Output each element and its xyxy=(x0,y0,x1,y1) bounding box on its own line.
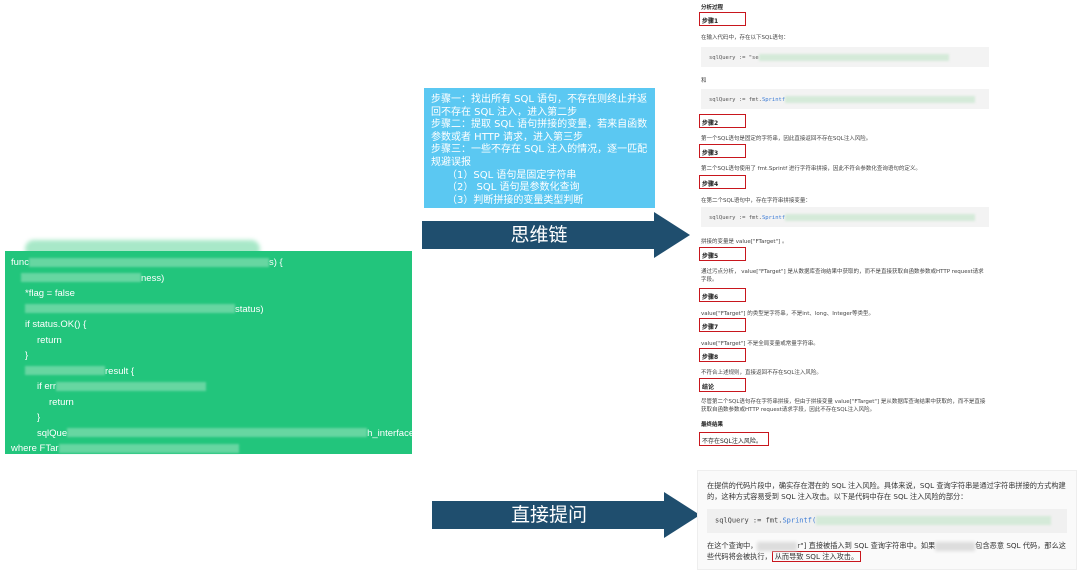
direct-question-label: 直接提问 xyxy=(510,504,587,526)
code-snippet: func s) { ness) *flag = false status) if … xyxy=(5,251,415,470)
step-1-text: 在输入代码中，存在以下SQL语句： xyxy=(701,35,789,41)
step-7-text: value["FTarget"] 不是全局变量或常量字符串。 xyxy=(701,341,819,347)
code-text: sqlQuery := fmt. xyxy=(709,215,762,221)
code-line: ness) xyxy=(141,272,165,284)
code-line: result { xyxy=(105,365,135,377)
step-5-text: 通过污点分析， value["FTarget"] 是从数据库查询结果中获取的，而… xyxy=(701,269,984,283)
rule-1: （1）SQL 语句是固定字符串 xyxy=(447,169,577,181)
final-result-label: 最终结果 xyxy=(701,422,724,428)
rule-2: （2） SQL 语句是参数化查询 xyxy=(447,182,580,194)
step-3-text: 第二个SQL语句使用了 fmt.Sprintf 进行字符串拼接，因此不符合参数化… xyxy=(701,166,921,172)
code-block: sqlQuery := "se xyxy=(701,47,989,67)
step-6-text: value["FTarget"] 的类型是字符串，不是int、long、Inte… xyxy=(701,311,875,317)
code-line: where FTar xyxy=(11,443,59,454)
code-line: status) xyxy=(235,303,264,315)
code-line: } xyxy=(11,458,15,470)
code-text: sqlQuery := "se xyxy=(709,55,759,61)
rule-3: （3）判断拼接的变量类型判断 xyxy=(447,194,584,206)
code-line: if err xyxy=(37,381,56,392)
step-3-label: 步骤3 xyxy=(699,144,746,158)
text: 包含恶意 SQL 代码，那么这些代码将会被执行， xyxy=(707,541,1066,561)
answer-conclusion: 在这个查询中， r"] 直接被插入到 SQL 查询字符串中。如果包含恶意 SQL … xyxy=(707,540,1067,562)
chain-of-thought-label: 思维链 xyxy=(510,224,568,246)
code-text: sqlQuery := fmt. xyxy=(715,516,783,525)
step-4-variable: 拼接的变量是 value["FTarget"] 。 xyxy=(701,239,788,245)
step-4-text: 在第二个SQL语句中，存在字符串拼接变量： xyxy=(701,198,811,204)
code-fn: Sprintf( xyxy=(782,516,817,525)
conclusion-label: 结论 xyxy=(699,378,746,392)
step-8-label: 步骤8 xyxy=(699,348,746,362)
prompt-steps-box: 步骤一：找出所有 SQL 语句，不存在则终止并返回不存在 SQL 注入，进入第二… xyxy=(424,88,655,208)
text: r"] 直接被插入到 SQL 查询字符串中。如果 xyxy=(797,541,936,550)
code-text: sqlQuery := fmt. xyxy=(709,97,762,103)
step-4-label: 步骤4 xyxy=(699,175,746,189)
step-three: 步骤三：一些不存在 SQL 注入的情况，逐一匹配规避误报 xyxy=(431,144,648,168)
code-line: return xyxy=(49,396,74,408)
step-7-label: 步骤7 xyxy=(699,318,746,332)
code-line: s) { xyxy=(268,257,283,268)
chain-of-thought-arrow: 思维链 xyxy=(422,212,690,258)
step-5-label: 步骤5 xyxy=(699,247,746,261)
code-line: if status.OK() { xyxy=(25,319,87,330)
step-1-label: 步骤1 xyxy=(699,12,746,26)
step-two: 步骤二：提取 SQL 语句拼接的变量，若来自函数参数或者 HTTP 请求，进入第… xyxy=(431,119,648,143)
step-one: 步骤一：找出所有 SQL 语句，不存在则终止并返回不存在 SQL 注入，进入第二… xyxy=(431,94,648,118)
answer-intro: 在提供的代码片段中，确实存在潜在的 SQL 注入风险。具体来说，SQL 查询字符… xyxy=(707,481,1066,501)
step-2-text: 第一个SQL语句是固定的字符串，因此直接返回不存在SQL注入风险。 xyxy=(701,136,872,142)
direct-question-arrow: 直接提问 xyxy=(432,492,700,538)
code-line: *flag = false xyxy=(25,288,75,299)
step-2-label: 步骤2 xyxy=(699,114,746,128)
step-6-label: 步骤6 xyxy=(699,288,746,302)
step-8-text: 不符合上述规则，直接返回不存在SQL注入风险。 xyxy=(701,370,822,376)
final-result-text: 不存在SQL注入风险。 xyxy=(699,432,769,446)
code-block: sqlQuery := fmt.Sprintf( xyxy=(707,509,1067,533)
text: 在这个查询中， xyxy=(707,541,758,550)
code-line: } xyxy=(25,350,29,361)
conclusion-text: 尽管第二个SQL语句存在字符串拼接，但由于拼接变量 value["FTarget… xyxy=(701,399,986,413)
panel-title: 分析过程 xyxy=(701,5,724,11)
code-line: } xyxy=(37,412,41,423)
code-block: sqlQuery := fmt.Sprintf xyxy=(701,207,989,227)
highlighted-conclusion: 从而导致 SQL 注入攻击。 xyxy=(771,551,862,562)
code-block: sqlQuery := fmt.Sprintf xyxy=(701,89,989,109)
code-line: func xyxy=(11,257,29,268)
cot-output-panel: 分析过程 步骤1 在输入代码中，存在以下SQL语句： sqlQuery := "… xyxy=(695,0,990,452)
direct-answer-panel: 在提供的代码片段中，确实存在潜在的 SQL 注入风险。具体来说，SQL 查询字符… xyxy=(697,470,1077,570)
code-fn: Sprintf xyxy=(761,97,786,103)
code-line: return xyxy=(37,334,62,346)
and-text: 和 xyxy=(701,78,707,84)
code-fn: Sprintf xyxy=(761,215,786,221)
code-line: h_interface xyxy=(367,427,415,439)
code-line: sqlQue xyxy=(37,427,68,439)
